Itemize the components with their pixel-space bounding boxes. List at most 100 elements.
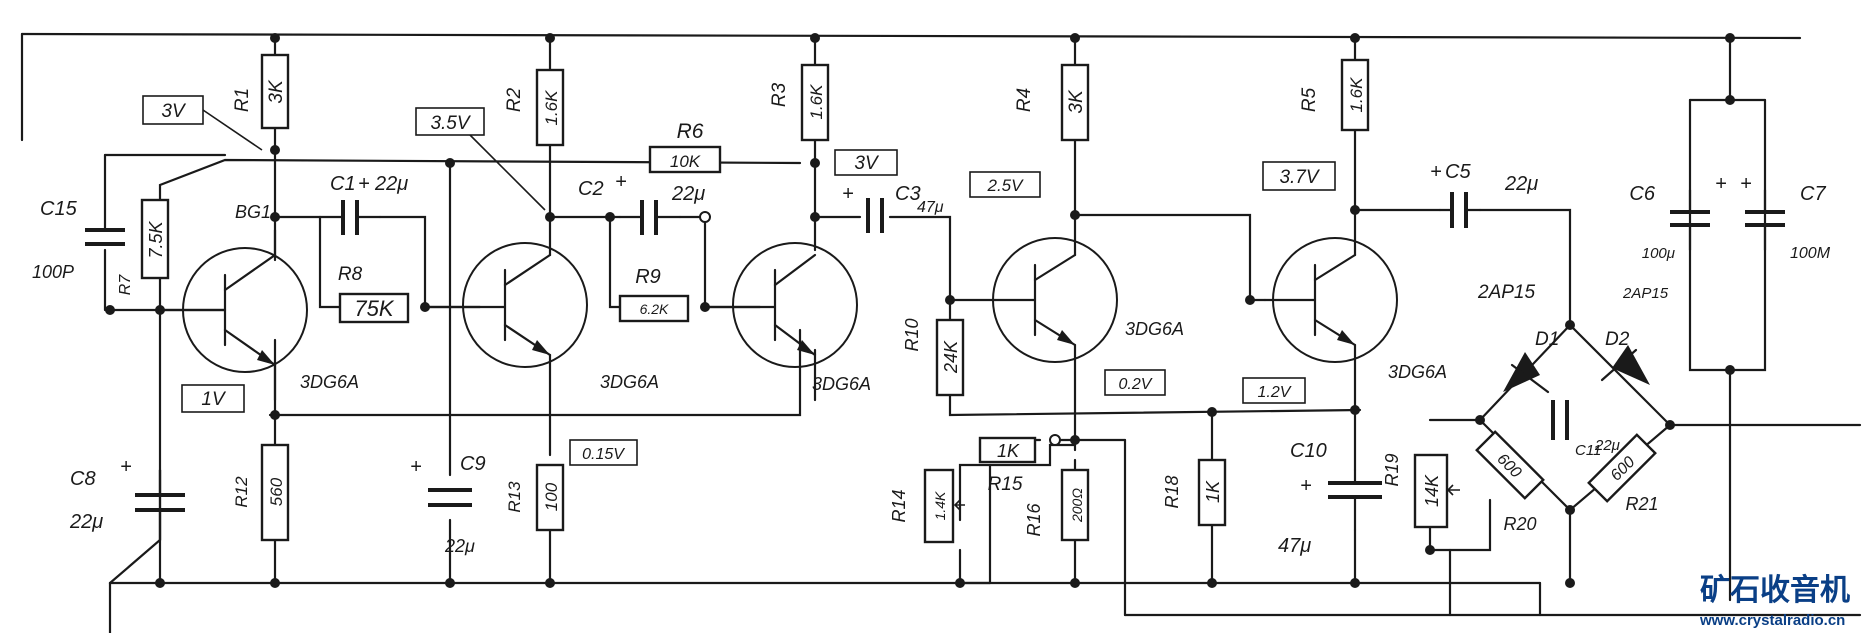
capacitor-c5: + C5 22μ bbox=[1430, 161, 1538, 228]
diode-d1: D1 2AP15 bbox=[1477, 282, 1559, 394]
r8-value: 75K bbox=[354, 296, 394, 321]
t2-type: 3DG6A bbox=[600, 372, 659, 392]
capacitor-c10: C10 + 47μ bbox=[1278, 440, 1382, 557]
c8-value: 22μ bbox=[69, 511, 103, 533]
resistor-r19: 14K R19 bbox=[1382, 453, 1460, 529]
c11-label: C11 bbox=[1575, 442, 1601, 459]
t3-type: 3DG6A bbox=[812, 374, 871, 394]
c6-label: C6 bbox=[1629, 183, 1655, 205]
r3-label: R3 bbox=[769, 82, 790, 107]
capacitor-c7: C7 + 100M bbox=[1740, 173, 1831, 262]
voltage-t4-collector: 2.5V bbox=[987, 176, 1025, 195]
voltage-t3-collector: 3V bbox=[854, 153, 880, 174]
transistor-t4: 3DG6A bbox=[992, 237, 1184, 363]
voltage-labels: 3V 1V 3.5V 0.15V 3V 2.5V 0.2V 3.7V 1.2V bbox=[142, 95, 1336, 466]
resistor-r18: 1K R18 bbox=[1162, 458, 1227, 527]
watermark-url: www.crystalradio.cn bbox=[1699, 612, 1845, 629]
c9-label: C9 bbox=[460, 453, 486, 475]
resistor-r9: 6.2K R9 bbox=[618, 266, 690, 323]
c5-plus: + bbox=[1430, 161, 1442, 183]
c5-label: C5 bbox=[1445, 161, 1471, 183]
resistor-r20: 600 bbox=[1475, 430, 1545, 500]
c6-plus: + bbox=[1715, 173, 1727, 195]
c9-plus: + bbox=[410, 456, 422, 478]
c15-value: 100P bbox=[32, 262, 74, 282]
r8-label: R8 bbox=[338, 264, 363, 285]
c9-value: 22μ bbox=[444, 536, 475, 556]
capacitor-c8: C8 + 22μ bbox=[69, 456, 185, 542]
c8-plus: + bbox=[120, 456, 132, 478]
c2-label: C2 bbox=[578, 178, 604, 200]
transistor-t2: 3DG6A bbox=[423, 242, 659, 392]
resistor-r7: 7.5K R7 bbox=[117, 198, 170, 296]
d1-label: D1 bbox=[1535, 329, 1559, 350]
junction-dots bbox=[105, 33, 1735, 588]
r1-value: 3K bbox=[266, 79, 287, 104]
r16-label: R16 bbox=[1024, 503, 1044, 537]
d1-type: 2AP15 bbox=[1477, 282, 1535, 303]
r4-label: R4 bbox=[1014, 88, 1035, 112]
transistor-bg1: BG1 3DG6A bbox=[158, 202, 359, 402]
bg1-type: 3DG6A bbox=[300, 372, 359, 392]
resistor-r10: 24K R10 bbox=[902, 318, 965, 397]
r4-value: 3K bbox=[1066, 89, 1087, 114]
capacitor-c2: C2 + 22μ bbox=[578, 171, 705, 235]
c10-label: C10 bbox=[1290, 440, 1327, 462]
r15-value: 1K bbox=[997, 441, 1020, 461]
capacitor-c15: C15 100P bbox=[32, 198, 125, 282]
r6-value: 10K bbox=[670, 152, 701, 171]
r10-label: R10 bbox=[902, 318, 922, 351]
r7-label: R7 bbox=[117, 274, 134, 296]
t4-type: 3DG6A bbox=[1125, 319, 1184, 339]
r13-label: R13 bbox=[505, 481, 524, 513]
diode-d2: D2 2AP15 bbox=[1600, 285, 1669, 385]
resistor-r5: 1.6K R5 bbox=[1299, 58, 1370, 132]
c5-value: 22μ bbox=[1504, 173, 1538, 195]
resistor-r15: 1K R15 bbox=[978, 436, 1037, 495]
voltage-t5-emitter: 1.2V bbox=[1258, 384, 1292, 401]
resistor-r8: 75K R8 bbox=[338, 264, 410, 324]
voltage-bg1-collector: 3V bbox=[161, 101, 187, 122]
r1-label: R1 bbox=[232, 88, 253, 112]
d2-label: D2 bbox=[1605, 329, 1630, 350]
c1-plus: + bbox=[358, 173, 370, 195]
watermark: 矿石收音机 www.crystalradio.cn bbox=[1699, 573, 1850, 629]
c7-label: C7 bbox=[1800, 183, 1826, 205]
r2-label: R2 bbox=[504, 87, 525, 112]
c10-value: 47μ bbox=[1278, 535, 1311, 557]
r3-value: 1.6K bbox=[807, 84, 826, 120]
r15-label: R15 bbox=[988, 474, 1023, 495]
c1-value: 22μ bbox=[374, 173, 408, 195]
r18-value: 1K bbox=[1203, 480, 1223, 503]
c6-value: 100μ bbox=[1642, 245, 1675, 262]
capacitor-c3: C3 + 47μ bbox=[842, 183, 944, 233]
resistor-r16: 200Ω R16 bbox=[1024, 468, 1090, 542]
resistor-r6: 10K R6 bbox=[648, 120, 722, 174]
voltage-t5-collector: 3.7V bbox=[1279, 167, 1320, 188]
r13-value: 100 bbox=[542, 482, 561, 511]
c3-value: 47μ bbox=[917, 199, 944, 216]
c7-plus: + bbox=[1740, 173, 1752, 195]
c2-plus: + bbox=[615, 171, 627, 193]
r14-value: 1.4K bbox=[932, 491, 948, 520]
r12-label: R12 bbox=[232, 476, 251, 508]
r5-label: R5 bbox=[1299, 87, 1320, 112]
resistor-r14: 1.4K R14 bbox=[889, 468, 965, 544]
r14-label: R14 bbox=[889, 489, 909, 522]
voltage-t2-collector: 3.5V bbox=[430, 113, 471, 134]
r2-value: 1.6K bbox=[542, 90, 561, 126]
r10-value: 24K bbox=[941, 340, 961, 374]
r16-value: 200Ω bbox=[1069, 488, 1085, 523]
t5-type: 3DG6A bbox=[1388, 362, 1447, 382]
c8-label: C8 bbox=[70, 468, 96, 490]
voltage-t4-emitter: 0.2V bbox=[1119, 376, 1153, 393]
resistor-r12: 560 R12 bbox=[232, 443, 290, 542]
capacitor-c1: C1 + 22μ bbox=[318, 173, 408, 235]
voltage-t2-emitter: 0.15V bbox=[582, 446, 625, 463]
r18-label: R18 bbox=[1162, 475, 1182, 508]
resistor-r2: 1.6K R2 bbox=[504, 68, 565, 147]
r20-label: R20 bbox=[1503, 514, 1536, 534]
c2-value: 22μ bbox=[671, 183, 705, 205]
r6-label: R6 bbox=[677, 120, 704, 143]
